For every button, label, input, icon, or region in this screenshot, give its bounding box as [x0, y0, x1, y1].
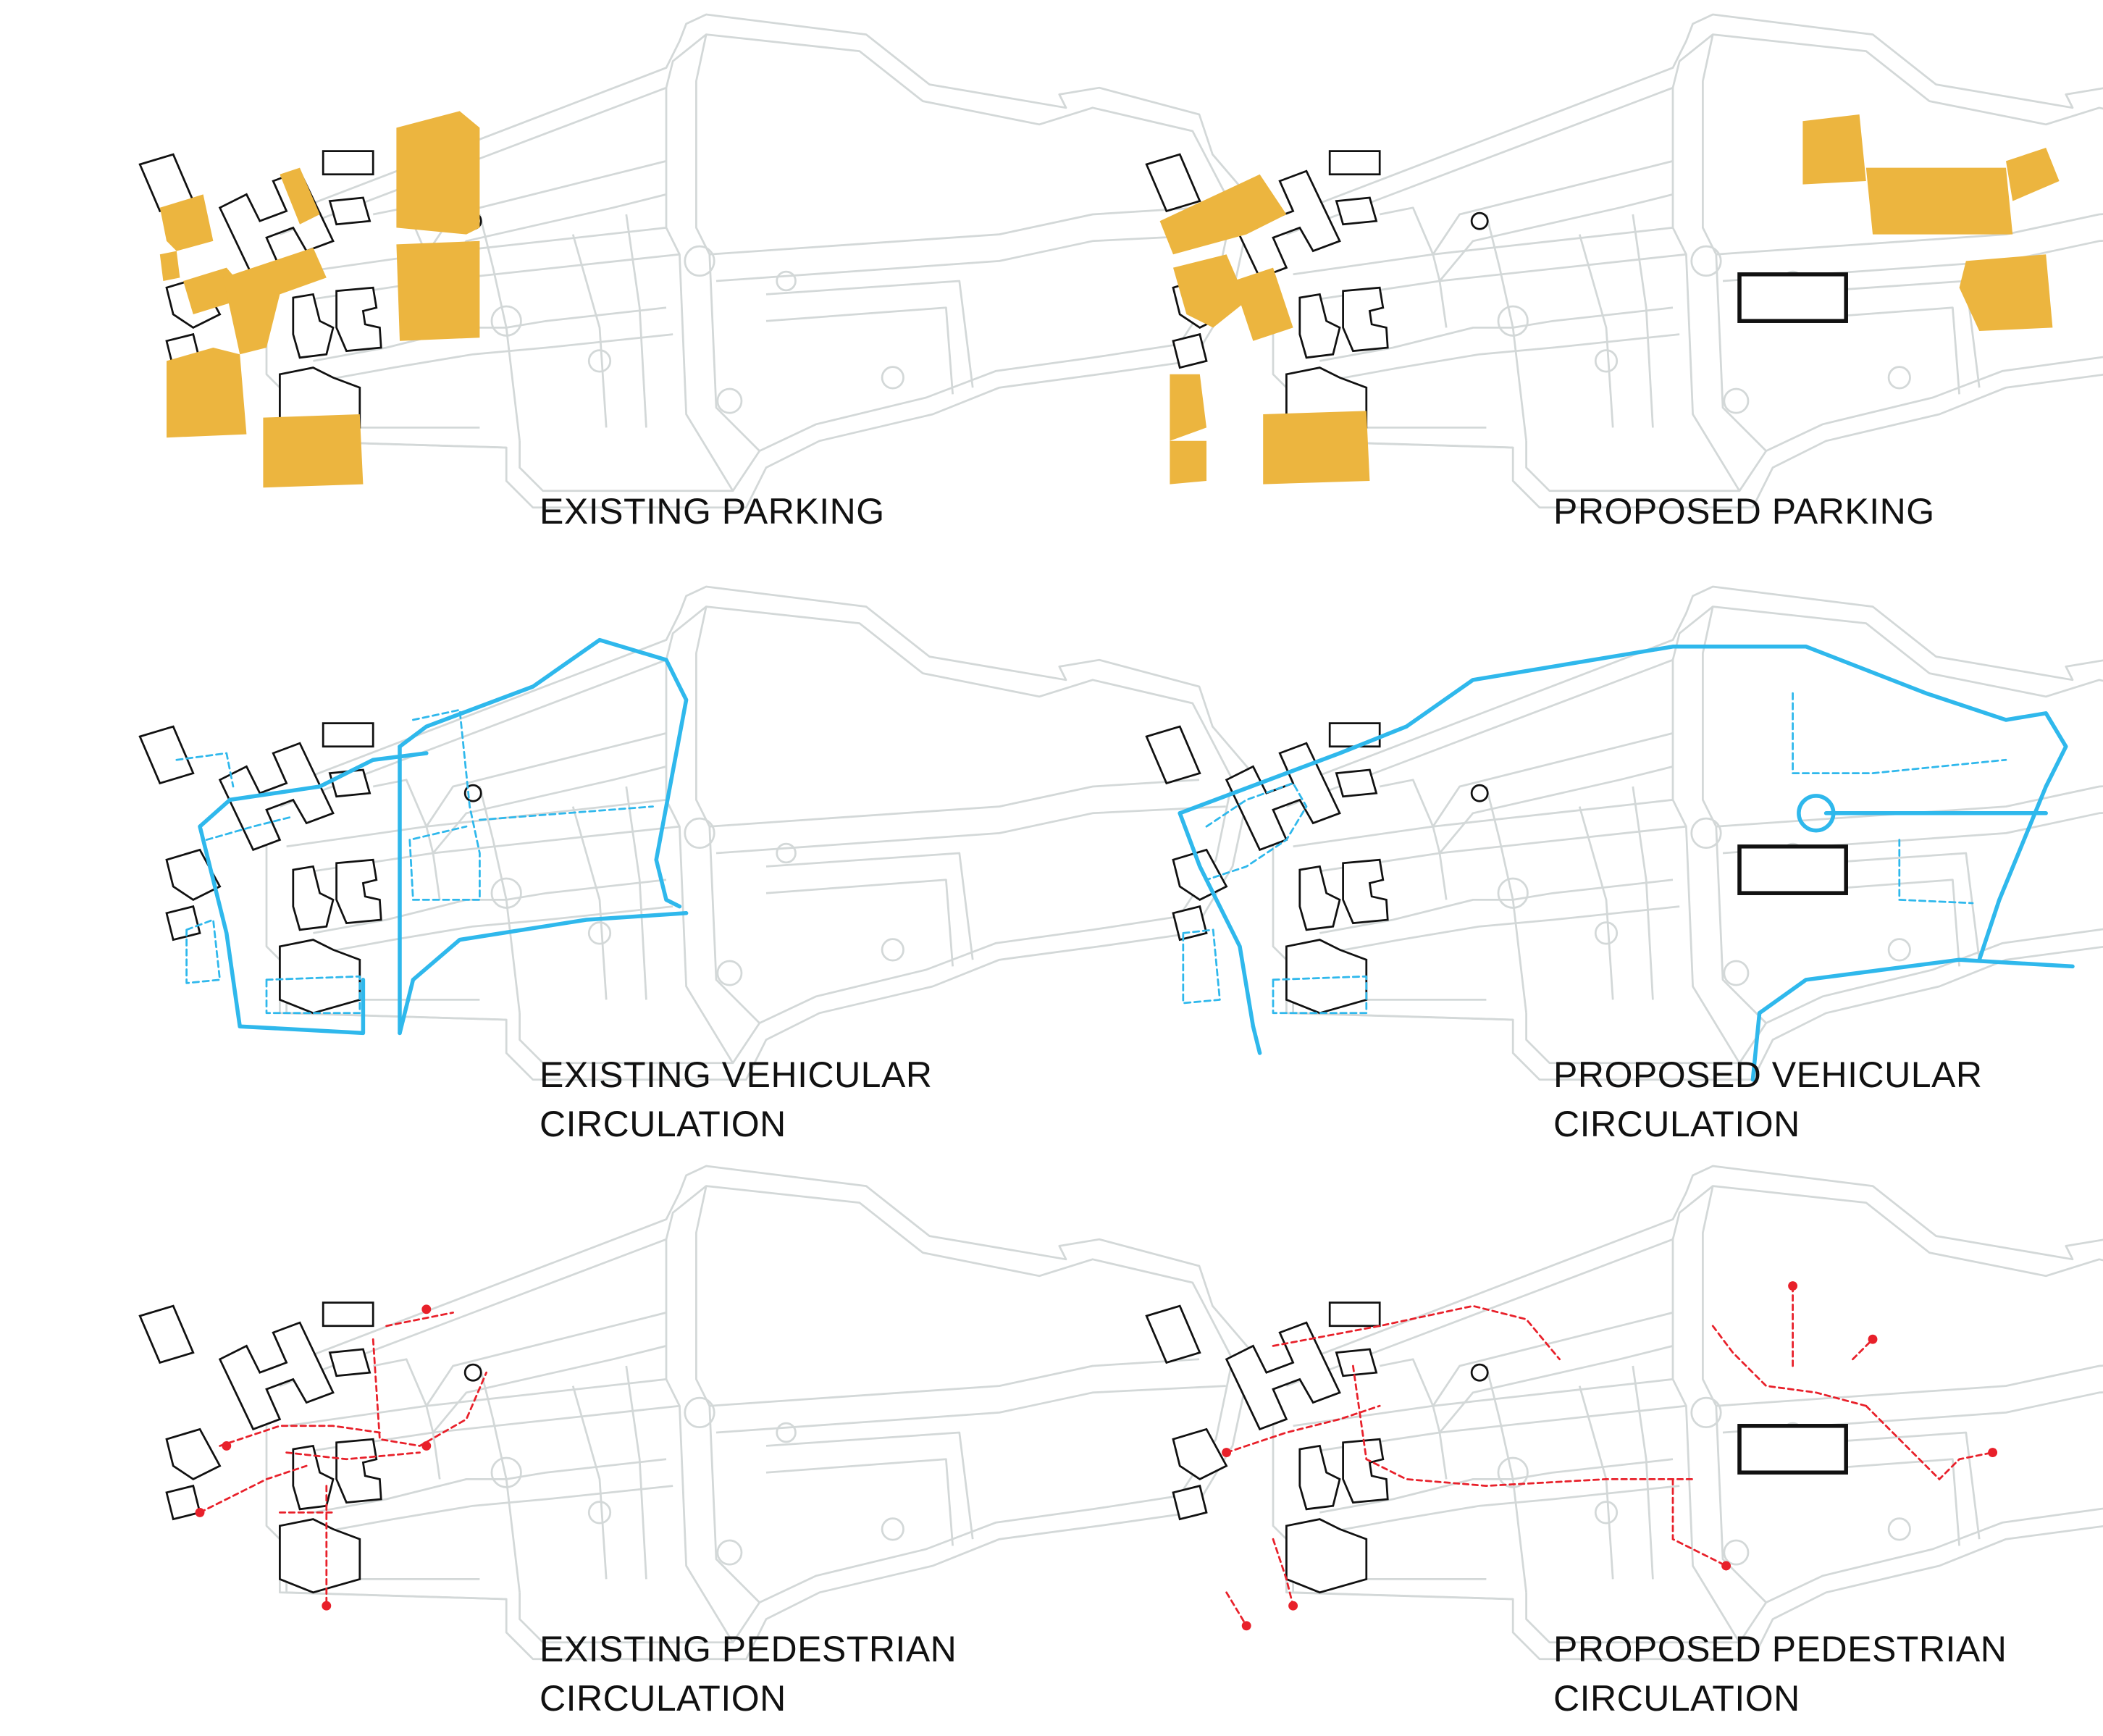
label-line: EXISTING VEHICULAR — [540, 1054, 933, 1095]
label-line: EXISTING PEDESTRIAN — [540, 1629, 957, 1669]
label-existing-vehicular: EXISTING VEHICULAR CIRCULATION — [540, 1050, 932, 1149]
label-proposed-pedestrian: PROPOSED PEDESTRIAN CIRCULATION — [1553, 1624, 2007, 1723]
label-proposed-vehicular: PROPOSED VEHICULAR CIRCULATION — [1553, 1050, 1982, 1149]
label-existing-parking: EXISTING PARKING — [540, 487, 885, 536]
label-line: CIRCULATION — [540, 1678, 786, 1719]
panel-existing-parking — [138, 13, 1254, 509]
label-line: CIRCULATION — [1553, 1678, 1800, 1719]
label-line: PROPOSED PARKING — [1553, 491, 1935, 532]
label-existing-pedestrian: EXISTING PEDESTRIAN CIRCULATION — [540, 1624, 957, 1723]
proposed-parking-lots — [1159, 114, 2060, 485]
panel-proposed-parking — [1145, 13, 2103, 509]
panel-existing-pedestrian — [138, 1165, 1254, 1661]
label-line: CIRCULATION — [540, 1104, 786, 1144]
existing-parking-lots — [159, 111, 480, 488]
label-line: EXISTING PARKING — [540, 491, 885, 532]
panel-proposed-vehicular — [1145, 585, 2103, 1080]
label-proposed-parking: PROPOSED PARKING — [1553, 487, 1935, 536]
panel-existing-vehicular — [138, 585, 1254, 1081]
label-line: PROPOSED VEHICULAR — [1553, 1054, 1983, 1095]
panel-proposed-pedestrian — [1145, 1165, 2103, 1661]
label-line: CIRCULATION — [1553, 1104, 1800, 1144]
label-line: PROPOSED PEDESTRIAN — [1553, 1629, 2007, 1669]
